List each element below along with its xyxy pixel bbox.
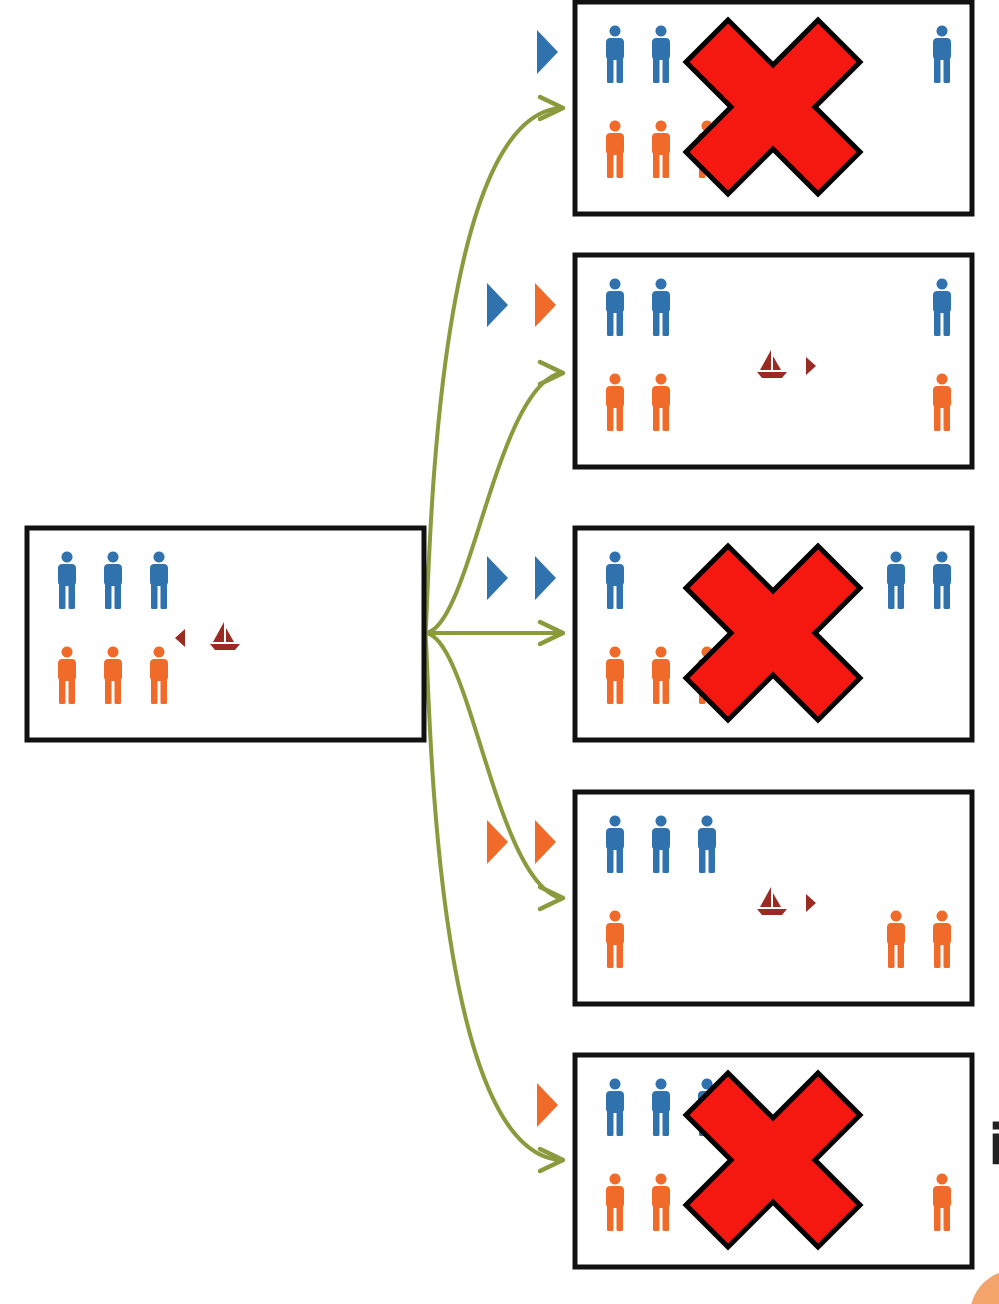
state-frame <box>24 525 427 743</box>
orange-person-icon <box>652 646 670 704</box>
transition-arrows <box>423 94 566 1174</box>
reject-cross-icon <box>686 546 860 720</box>
blue-person-icon <box>606 25 624 83</box>
transition-arrow-4 <box>423 631 562 900</box>
orange-person-icon <box>652 120 670 178</box>
blue-person-icon <box>652 1078 670 1136</box>
arrowhead-icon <box>537 884 566 912</box>
blue-person-icon <box>933 278 951 336</box>
arrowhead-icon <box>537 619 566 647</box>
orange-person-icon <box>606 120 624 178</box>
blue-person-icon <box>150 551 168 609</box>
boat-direction-icon <box>806 357 816 375</box>
arrowhead-icon <box>537 359 566 387</box>
result-state-box-3 <box>572 525 975 743</box>
orange-person-icon <box>887 910 905 968</box>
start-state-box <box>24 525 427 743</box>
blue-passenger-marker-icon <box>535 556 556 600</box>
blue-person-icon <box>606 278 624 336</box>
transition-arrow-2 <box>423 371 562 635</box>
state-frame <box>572 0 975 217</box>
boat-icon <box>757 350 787 378</box>
blue-person-icon <box>652 25 670 83</box>
blue-person-icon <box>58 551 76 609</box>
blue-person-icon <box>606 551 624 609</box>
blue-person-icon <box>933 25 951 83</box>
transition-arrow-5 <box>423 631 562 1162</box>
boat-direction-icon <box>175 629 185 647</box>
blue-passenger-marker-icon <box>487 283 508 327</box>
boat-icon <box>210 622 240 650</box>
boat-direction-icon <box>806 894 816 912</box>
orange-person-icon <box>933 373 951 431</box>
orange-passenger-marker-icon <box>487 820 508 864</box>
blue-person-icon <box>606 815 624 873</box>
orange-person-icon <box>606 373 624 431</box>
blue-person-icon <box>887 551 905 609</box>
result-state-box-5 <box>572 1052 975 1270</box>
result-state-box-2 <box>572 252 975 470</box>
orange-person-icon <box>150 646 168 704</box>
blue-person-icon <box>698 815 716 873</box>
reject-cross-icon <box>686 20 860 194</box>
arrowhead-icon <box>537 94 566 122</box>
state-boxes <box>24 0 975 1270</box>
orange-person-icon <box>652 1173 670 1231</box>
edge-text-fragment: i <box>988 1118 999 1178</box>
blue-passenger-marker-icon <box>537 30 558 74</box>
orange-person-icon <box>58 646 76 704</box>
orange-person-icon <box>104 646 122 704</box>
state-frame <box>572 252 975 470</box>
arrowhead-icon <box>537 1146 566 1174</box>
orange-passenger-marker-icon <box>537 1083 558 1127</box>
result-state-box-4 <box>572 789 975 1007</box>
result-state-box-1 <box>572 0 975 217</box>
blue-person-icon <box>104 551 122 609</box>
orange-person-icon <box>606 910 624 968</box>
orange-person-icon <box>652 373 670 431</box>
blue-person-icon <box>606 1078 624 1136</box>
blue-person-icon <box>933 551 951 609</box>
state-frame <box>572 525 975 743</box>
orange-person-icon <box>606 646 624 704</box>
blue-passenger-marker-icon <box>487 556 508 600</box>
corner-blob <box>971 1272 999 1304</box>
blue-person-icon <box>652 278 670 336</box>
state-frame <box>572 789 975 1007</box>
transition-arrow-1 <box>423 106 562 635</box>
blue-person-icon <box>652 815 670 873</box>
reject-cross-icon <box>686 1073 860 1247</box>
orange-passenger-marker-icon <box>535 283 556 327</box>
overlays <box>487 20 999 1304</box>
orange-passenger-marker-icon <box>535 820 556 864</box>
orange-person-icon <box>933 910 951 968</box>
state-frame <box>572 1052 975 1270</box>
boat-icon <box>757 887 787 915</box>
orange-person-icon <box>933 1173 951 1231</box>
orange-person-icon <box>606 1173 624 1231</box>
